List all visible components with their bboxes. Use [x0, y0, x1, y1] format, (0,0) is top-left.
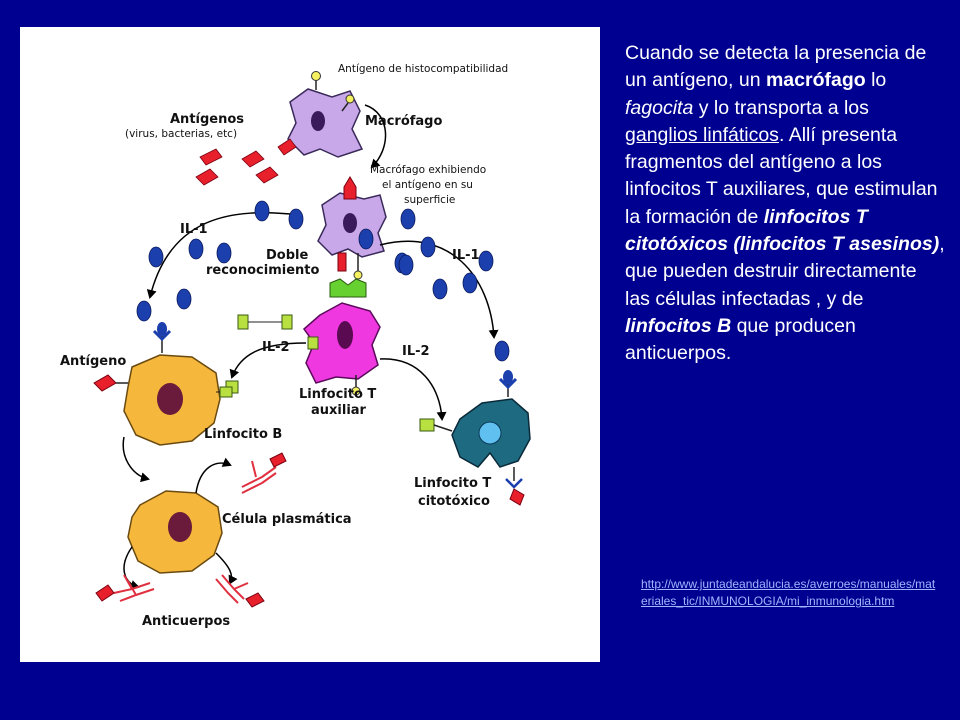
presented-antigen-marker — [343, 176, 357, 200]
source-link[interactable]: http://www.juntadeandalucia.es/averroes/… — [641, 577, 936, 608]
il2-arrow-right — [379, 358, 447, 421]
t-helper-label-1: Linfocito T — [299, 387, 376, 402]
plasma-cell-label: Célula plasmática — [222, 512, 352, 527]
antigens-sub-label: (virus, bacterias, etc) — [125, 128, 237, 140]
t-helper-antigen-marker — [351, 375, 361, 396]
text-segment: lo — [865, 69, 887, 92]
macrophage-cell — [287, 88, 364, 158]
text-lymph-nodes: ganglios linfáticos — [625, 123, 779, 146]
arrow-plasma-antibody-right — [215, 552, 238, 585]
text-segment: , que pueden destruir directamente las c… — [625, 233, 945, 310]
t-helper-receptor — [329, 278, 367, 298]
explanation-text: Cuando se detecta la presencia de un ant… — [625, 40, 945, 368]
antigen-particle-b — [93, 374, 117, 392]
b-cell-receptor — [152, 322, 172, 353]
text-macrophage: macrófago — [765, 69, 866, 92]
plasma-nucleus — [168, 512, 192, 542]
cyto-cell-receptor — [498, 370, 518, 397]
cyto-antigen-marker — [505, 467, 525, 506]
il1-label-left: IL-1 — [180, 222, 208, 237]
b-cell-label: Linfocito B — [204, 427, 282, 442]
antigen-particles — [195, 138, 297, 186]
il1-arrow-left — [146, 212, 301, 299]
arrow-macrophage-to-presenting — [364, 104, 387, 169]
text-segment: y lo transporta a los — [693, 96, 869, 119]
il2-label-right: IL-2 — [402, 344, 430, 359]
text-b-lymphocytes: linfocitos B — [625, 314, 732, 337]
presented-antigen-bottom — [337, 252, 363, 280]
antigen-label: Antígeno — [60, 354, 126, 369]
histocompatibility-antigen-marker — [311, 71, 321, 90]
macrophage-nucleus — [311, 111, 325, 131]
b-cell-nucleus — [157, 383, 183, 415]
text-segment: . Allí presenta fragmentos del antígeno … — [625, 123, 938, 228]
macrophage-surface-marker — [341, 94, 355, 112]
il1-label-right: IL-1 — [452, 248, 480, 263]
macrophage-label: Macrófago — [365, 114, 442, 129]
text-segment: que producen anticuerpos. — [625, 314, 856, 365]
antibodies-label: Anticuerpos — [142, 614, 230, 629]
antibody-antigens — [95, 452, 287, 608]
il2-arrow-left — [229, 342, 307, 379]
arrow-plasma-antibody-left — [123, 546, 140, 590]
cyto-label-2: citotóxico — [418, 494, 490, 509]
double-recognition-label-1: Doble — [266, 248, 308, 263]
b-cell-il2-receptor — [219, 386, 233, 398]
il1-arrow-right — [379, 240, 499, 339]
cyto-label-1: Linfocito T — [414, 476, 491, 491]
histocompatibility-antigen-label: Antígeno de histocompatibilidad — [338, 63, 508, 75]
antibody-right — [215, 574, 249, 604]
antibody-top — [241, 460, 277, 494]
macrophage-exhibit-label-2: el antígeno en su — [382, 179, 473, 191]
antigens-label: Antígenos — [170, 112, 244, 127]
t-helper-label-2: auxiliar — [311, 403, 367, 418]
arrow-plasma-antibody-top — [195, 457, 232, 494]
text-cytotoxic-lymphocytes: linfocitos T citotóxicos (linfocitos T a… — [625, 205, 940, 256]
antibody-left — [113, 574, 155, 602]
macrophage-exhibit-label-3: superficie — [404, 194, 455, 206]
il1-molecules — [136, 200, 510, 362]
cytotoxic-nucleus — [478, 421, 502, 445]
text-segment: Cuando se detecta la presencia de un ant… — [625, 42, 927, 92]
arrow-b-to-plasma — [122, 436, 150, 483]
macrophage-exhibit-label-1: Macrófago exhibiendo — [370, 164, 486, 176]
il2-label-left: IL-2 — [262, 340, 290, 355]
presenting-macrophage-nucleus — [343, 213, 357, 233]
text-phagocytose: fagocita — [625, 96, 694, 119]
explanation-paragraph: Cuando se detecta la presencia de un ant… — [625, 40, 945, 368]
t-helper-nucleus — [337, 321, 353, 349]
immune-response-diagram: Antígeno de histocompatibilidad Antígeno… — [20, 27, 600, 662]
double-recognition-label-2: reconocimiento — [206, 263, 320, 278]
t-helper-il2-receptor — [307, 336, 319, 350]
